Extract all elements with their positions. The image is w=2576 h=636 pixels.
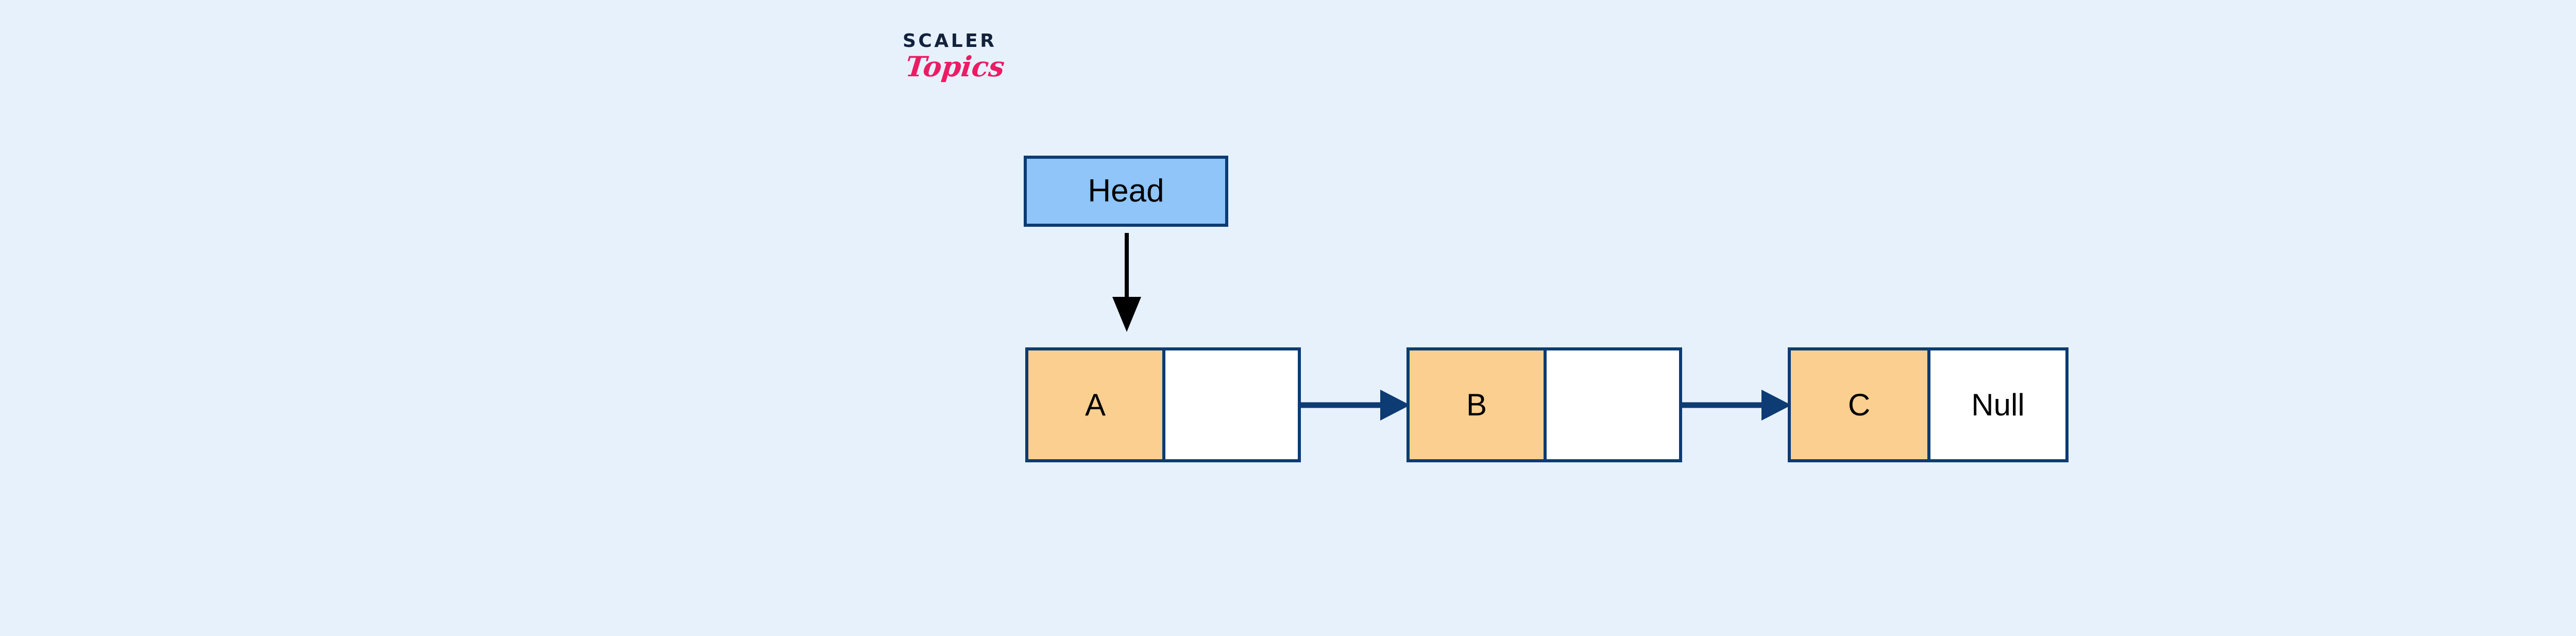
link-arrow-b-to-c-icon <box>1679 390 1791 421</box>
scaler-topics-logo: SCALER Topics <box>903 32 1052 109</box>
node-a-data-cell: A <box>1028 350 1165 459</box>
list-node-a: A <box>1025 347 1301 462</box>
head-pointer-box: Head <box>1024 156 1228 227</box>
list-node-b: B <box>1406 347 1682 462</box>
node-c-data-cell: C <box>1791 350 1930 459</box>
head-pointer-label: Head <box>1088 173 1164 209</box>
head-down-arrow-icon <box>1112 233 1141 332</box>
node-b-data-value: B <box>1466 387 1487 422</box>
link-arrow-a-to-b-icon <box>1298 390 1410 421</box>
node-a-pointer-cell <box>1165 350 1298 459</box>
node-b-data-cell: B <box>1410 350 1547 459</box>
node-c-data-value: C <box>1848 387 1871 422</box>
list-node-c: C Null <box>1788 347 2069 462</box>
logo-scaler-text: SCALER <box>903 30 997 52</box>
logo-topics-text: Topics <box>904 50 1006 83</box>
node-b-pointer-cell <box>1546 350 1679 459</box>
node-c-null-value: Null <box>1971 387 2025 422</box>
node-a-data-value: A <box>1084 387 1106 422</box>
node-c-pointer-cell: Null <box>1930 350 2065 459</box>
